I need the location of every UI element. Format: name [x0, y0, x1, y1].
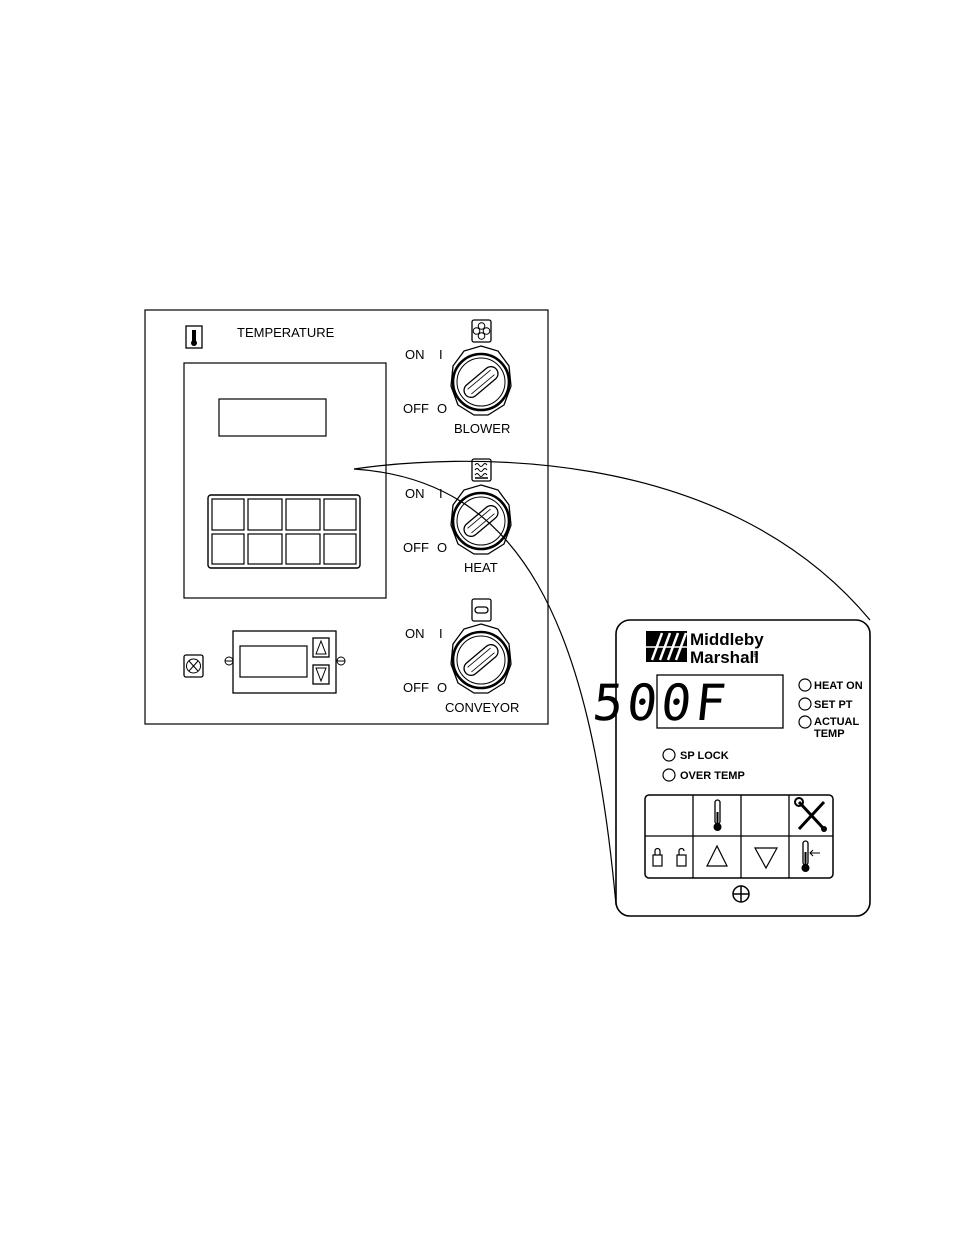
sp-lock-label: SP LOCK [680, 750, 729, 762]
display-value: 500F [590, 673, 733, 732]
callout-line-top [354, 461, 870, 620]
temperature-label: TEMPERATURE [237, 325, 335, 340]
keypad-key[interactable] [248, 534, 282, 564]
mounting-screw [225, 657, 233, 665]
mounting-screw [337, 657, 345, 665]
blower-off-mark: O [437, 401, 447, 416]
conveyor-switch-group: ON I OFF O CONVEYOR [403, 599, 519, 715]
heat-icon [472, 459, 491, 481]
blower-on-label: ON [405, 347, 425, 362]
brand-line1: Middleby [690, 630, 764, 649]
temp-label: TEMP [814, 728, 845, 740]
conveyor-on-label: ON [405, 626, 425, 641]
blower-switch-label: BLOWER [454, 421, 510, 436]
down-key[interactable] [742, 837, 788, 877]
heat-off-label: OFF [403, 540, 429, 555]
heat-on-mark: I [439, 486, 443, 501]
set-pt-label: SET PT [814, 699, 853, 711]
thermometer-icon [186, 326, 202, 348]
timer-display-window [240, 646, 307, 677]
clock-icon [184, 655, 203, 677]
heat-off-mark: O [437, 540, 447, 555]
over-temp-label: OVER TEMP [680, 770, 745, 782]
temperature-keypad [208, 495, 360, 568]
middleby-marshall-logo [646, 631, 687, 662]
keypad-key[interactable] [286, 499, 320, 530]
heat-switch-group: ON I OFF O HEAT [403, 459, 511, 575]
tools-key[interactable] [790, 796, 832, 835]
timer-up-button[interactable] [313, 638, 329, 657]
heat-switch-label: HEAT [464, 560, 498, 575]
setpoint-key[interactable] [790, 837, 832, 877]
blank-key-left[interactable] [646, 796, 692, 835]
blower-rotary-knob[interactable] [451, 346, 511, 415]
keypad-key[interactable] [212, 499, 244, 530]
conveyor-off-label: OFF [403, 680, 429, 695]
keypad-key[interactable] [324, 534, 356, 564]
temperature-display-window [219, 399, 326, 436]
keypad-key[interactable] [286, 534, 320, 564]
blank-key-right[interactable] [742, 796, 788, 835]
registered-mark: ® [752, 650, 758, 659]
keypad-key[interactable] [212, 534, 244, 564]
blower-switch-group: ON I OFF O BLOWER [403, 320, 511, 436]
heat-rotary-knob[interactable] [451, 485, 511, 554]
conveyor-on-mark: I [439, 626, 443, 641]
up-key[interactable] [694, 837, 740, 877]
heat-on-label: HEAT ON [814, 680, 863, 692]
conveyor-rotary-knob[interactable] [451, 624, 511, 693]
actual-label: ACTUAL [814, 716, 859, 728]
keypad-key[interactable] [324, 499, 356, 530]
conveyor-icon [472, 599, 491, 621]
brand-line2: Marshall [690, 648, 759, 667]
controller-screw [733, 886, 749, 902]
lock-key[interactable] [646, 837, 692, 877]
heat-on-label: ON [405, 486, 425, 501]
blower-on-mark: I [439, 347, 443, 362]
conveyor-off-mark: O [437, 680, 447, 695]
fan-icon [472, 320, 491, 342]
keypad-key[interactable] [248, 499, 282, 530]
timer-down-button[interactable] [313, 665, 329, 684]
conveyor-timer [225, 631, 345, 693]
conveyor-switch-label: CONVEYOR [445, 700, 519, 715]
thermometer-key[interactable] [694, 796, 740, 835]
blower-off-label: OFF [403, 401, 429, 416]
